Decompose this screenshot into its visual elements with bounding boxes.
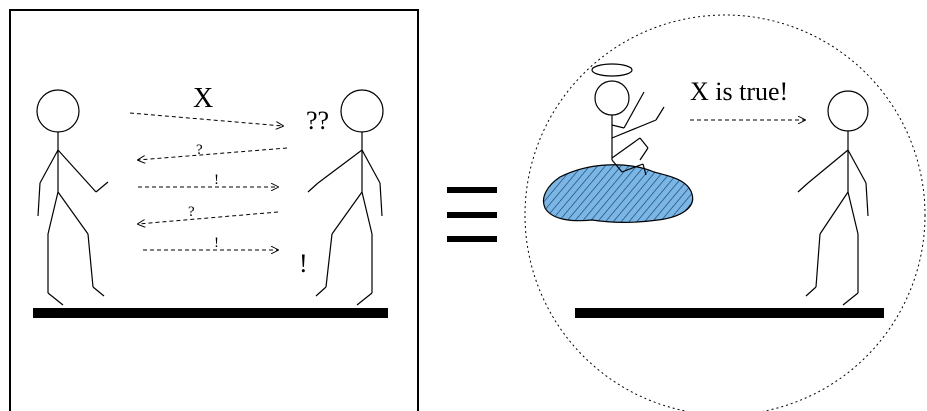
left-panel-frame — [9, 9, 419, 411]
left-speaker-figure — [36, 89, 109, 306]
left-ground-bar — [33, 308, 388, 318]
answer-label-2: ! — [214, 235, 219, 251]
right-ground-bar — [575, 308, 884, 318]
statement-label: X — [193, 83, 213, 114]
cloud-shape — [542, 164, 694, 223]
left-panel: X ?? ? ! ? ! ! — [9, 9, 419, 411]
question-label-2: ? — [188, 204, 195, 220]
right-panel: X is true! — [524, 14, 926, 411]
confused-reply-label: ?? — [306, 106, 329, 135]
question-arrow-1 — [138, 147, 288, 160]
question-arrow-2 — [138, 211, 279, 224]
oracle-statement-label: X is true! — [690, 77, 788, 106]
statement-arrow — [129, 112, 283, 126]
answer-label-1: ! — [214, 172, 219, 188]
angel-figure — [591, 63, 665, 176]
question-label-1: ? — [196, 142, 203, 158]
final-reply-label: ! — [299, 249, 308, 278]
left-listener-figure — [307, 89, 384, 306]
right-panel-boundary — [524, 14, 926, 411]
right-listener-figure — [797, 90, 869, 306]
halo-ring — [591, 63, 633, 77]
equivalence-symbol — [447, 187, 497, 242]
